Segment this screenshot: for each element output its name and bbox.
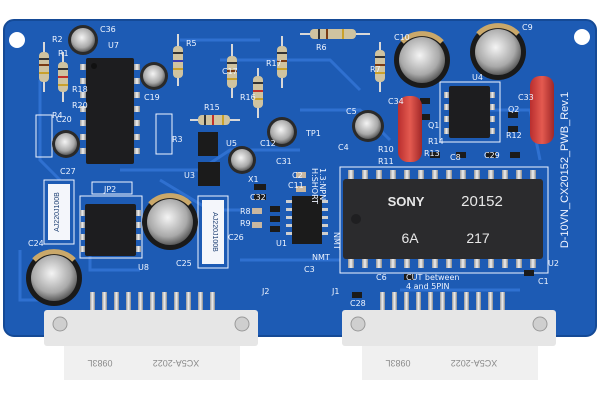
silk-label: C27: [60, 167, 76, 176]
connector-left-marking: XC5A-2022: [153, 358, 200, 368]
ic-u4: [444, 86, 495, 138]
mounting-hole: [9, 32, 25, 48]
large-capacitors: [26, 23, 526, 306]
silk-label: C33: [518, 93, 534, 102]
silk-label: C32: [250, 193, 266, 202]
silk-note: NMT: [332, 232, 341, 250]
resistors: [39, 29, 385, 125]
silk-label: C9: [522, 23, 533, 32]
silk-label: U2: [548, 259, 559, 268]
silk-label: U5: [226, 139, 237, 148]
silkscreen-outlines: [35, 81, 549, 274]
silk-label: C1: [538, 277, 549, 286]
silk-label: C12: [260, 139, 276, 148]
ic-sony-cx20152: SONY 20152 6A 217: [343, 170, 543, 268]
silk-label: R12: [506, 131, 522, 140]
silk-label: C20: [56, 115, 72, 124]
film-capacitors: [398, 76, 554, 162]
board-title: D-10VN_CX20152_PWB_Rev.1: [559, 92, 571, 248]
silk-label: C8: [450, 153, 461, 162]
silk-label: U8: [138, 263, 149, 272]
silk-label: R6: [316, 43, 327, 52]
silk-label: Q1: [428, 121, 439, 130]
silk-label: TP1: [305, 129, 321, 138]
silk-label: U4: [472, 73, 483, 82]
silk-note: H:SHORT: [310, 168, 319, 204]
silk-label: C5: [346, 107, 357, 116]
silk-label: R9: [240, 219, 251, 228]
silk-note: NMT: [312, 253, 330, 262]
connector-label-j2: J2: [261, 287, 269, 296]
smd-chips: [198, 98, 534, 298]
silk-note: 1.3:NPN: [318, 168, 327, 200]
ic-u8: [80, 204, 141, 256]
silk-label: C11: [288, 181, 304, 190]
silk-label: R5: [186, 39, 197, 48]
silk-label: JP2: [103, 185, 116, 194]
silk-label: R2: [52, 35, 63, 44]
silk-label: C10: [394, 33, 410, 42]
silk-label: R17: [266, 59, 282, 68]
connector-left-marking2: 0983L: [87, 358, 112, 368]
connector-left-j2: XC5A-2022 0983L: [44, 292, 258, 380]
silk-label: C31: [276, 157, 292, 166]
silk-label: C34: [388, 97, 404, 106]
silk-label: R8: [240, 207, 251, 216]
sony-code1: 6A: [401, 230, 419, 246]
silk-label: C29: [484, 151, 500, 160]
silk-label: R14: [428, 137, 444, 146]
silk-label: U7: [108, 41, 119, 50]
part-code-left: AJ220J100B: [48, 184, 70, 240]
silkscreen-labels: C36 U7 R2 R1 R18 R20 C19 C20 R4 C27 C17 …: [28, 23, 559, 308]
silk-label: R15: [204, 103, 220, 112]
silk-label: C25: [176, 259, 192, 268]
part-code-text-right: AJ220J100B: [211, 212, 218, 252]
silk-label: U1: [276, 239, 287, 248]
silk-label: C17: [222, 67, 238, 76]
silk-label: R16: [240, 93, 256, 102]
silk-label: C3: [304, 265, 315, 274]
connector-right-marking2: 0983L: [385, 358, 410, 368]
silk-label: R18: [72, 85, 88, 94]
silk-label: U3: [184, 171, 195, 180]
silk-label: C2: [292, 171, 303, 180]
silk-label: R20: [72, 101, 88, 110]
connector-right-j1: XC5A-2022 0983L: [342, 292, 556, 380]
sony-part: 20152: [461, 193, 503, 210]
silk-label: C6: [376, 273, 387, 282]
connector-right-marking: XC5A-2022: [451, 358, 498, 368]
ic-u7: [80, 58, 140, 164]
silk-label: C26: [228, 233, 244, 242]
sony-brand: SONY: [388, 194, 425, 209]
silk-label: C24: [28, 239, 44, 248]
silk-note: 4 and 5PIN: [406, 282, 450, 291]
silk-note: CUT between: [406, 273, 459, 282]
connector-label-j1: J1: [331, 287, 339, 296]
silk-label: R11: [378, 157, 394, 166]
silk-label: R3: [172, 135, 183, 144]
silk-label: C4: [338, 143, 349, 152]
part-code-text-left: AJ220J100B: [54, 192, 61, 232]
silk-label: C28: [350, 299, 366, 308]
small-capacitors: [52, 25, 384, 174]
silk-label: Q2: [508, 105, 519, 114]
sony-code2: 217: [466, 230, 490, 246]
silk-label: X1: [248, 175, 259, 184]
silk-label: R7: [370, 65, 381, 74]
silk-label: C36: [100, 25, 116, 34]
silk-label: R10: [378, 145, 394, 154]
silk-label: C19: [144, 93, 160, 102]
silk-label: R4: [52, 111, 63, 120]
part-code-right: AJ220J100B: [202, 200, 224, 264]
mounting-hole: [574, 29, 590, 45]
silk-label: R1: [58, 49, 69, 58]
silk-label: R13: [424, 149, 440, 158]
